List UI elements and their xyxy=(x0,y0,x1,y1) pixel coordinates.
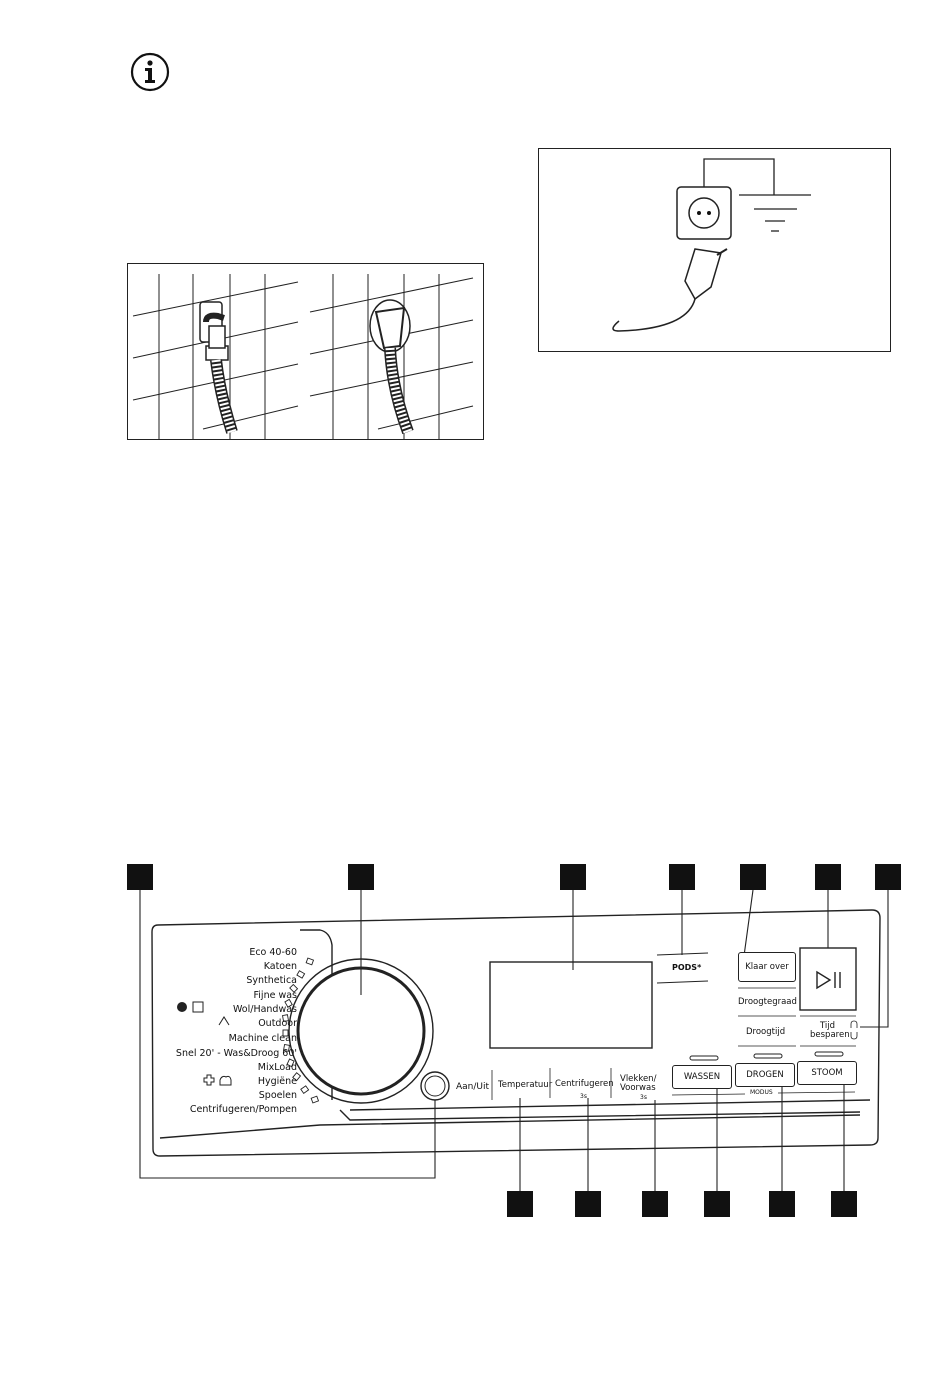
program-list: Eco 40-60 Katoen Synthetica Fijne was Wo… xyxy=(120,945,297,1115)
program-snel: Snel 20' - Was&Droog 60' xyxy=(176,1048,297,1059)
dry-label: DROGEN xyxy=(746,1070,783,1080)
dry-mode-button[interactable]: DROGEN xyxy=(735,1063,795,1087)
stains-label-2: Voorwas xyxy=(620,1083,656,1093)
program-katoen: Katoen xyxy=(264,961,297,972)
outdoor-icon xyxy=(217,1015,231,1027)
spin-sub-label: 3s xyxy=(580,1093,587,1100)
program-spoelen: Spoelen xyxy=(259,1090,297,1101)
ready-in-label: Klaar over xyxy=(745,962,789,972)
program-hygiene: Hygiëne xyxy=(258,1076,297,1087)
spin-button[interactable]: Centrifugeren xyxy=(555,1079,614,1089)
program-eco: Eco 40-60 xyxy=(249,947,297,958)
pods-button[interactable]: PODS* xyxy=(672,963,701,972)
dryness-button[interactable]: Droogtegraad xyxy=(738,997,797,1007)
program-synthetica: Synthetica xyxy=(246,975,297,986)
wool-icon xyxy=(176,1001,206,1013)
program-wol-handwas: Wol/Handwas xyxy=(233,1004,297,1015)
drytime-button[interactable]: Droogtijd xyxy=(746,1027,785,1037)
steam-label: STOOM xyxy=(811,1068,842,1078)
program-outdoor: Outdoor xyxy=(258,1018,297,1029)
power-label: Aan/Uit xyxy=(456,1082,489,1092)
stains-sub-label: 3s xyxy=(640,1094,647,1101)
wash-label: WASSEN xyxy=(684,1072,720,1082)
program-centrifugeren-pompen: Centrifugeren/Pompen xyxy=(190,1104,297,1115)
steam-mode-button[interactable]: STOOM xyxy=(797,1061,857,1085)
timesave-label-2: besparen xyxy=(810,1030,850,1040)
mode-label: MODUS xyxy=(750,1089,773,1096)
program-fijne-was: Fijne was xyxy=(254,990,297,1001)
temperature-button[interactable]: Temperatuur xyxy=(498,1080,552,1090)
ready-in-button[interactable]: Klaar over xyxy=(738,952,796,982)
hygiene-icon xyxy=(203,1074,233,1086)
program-mixload: MixLoad xyxy=(258,1062,297,1073)
wash-mode-button[interactable]: WASSEN xyxy=(672,1065,732,1089)
program-machine-clean: Machine clean xyxy=(229,1033,297,1044)
